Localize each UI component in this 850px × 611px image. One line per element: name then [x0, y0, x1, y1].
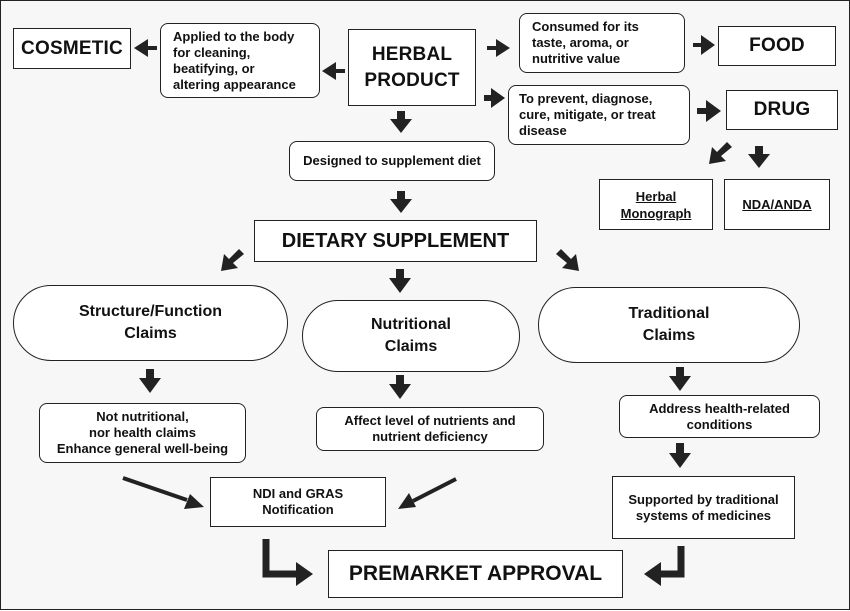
arrow-to-cosmetic: [134, 39, 157, 57]
ndi-gras-notification-box: NDI and GRAS Notification: [210, 477, 386, 527]
arrow-ds-to-traditional: [556, 249, 579, 271]
arrow-drug-to-nda: [748, 146, 770, 168]
cosmetic-definition-box: Applied to the body for cleaning, beatif…: [160, 23, 320, 98]
arrow-nutr-desc-to-ndi-shaft: [412, 477, 457, 503]
drug-box: DRUG: [726, 90, 838, 130]
elbow-arrow-right-shaft: [659, 546, 685, 578]
arrow-ds-to-nutritional: [389, 269, 411, 293]
herbal-product-box: HERBAL PRODUCT: [348, 29, 476, 106]
nda-anda-label: NDA/ANDA: [742, 196, 812, 212]
nutritional-description-box: Affect level of nutrients and nutrient d…: [316, 407, 544, 451]
arrow-sf-desc-to-ndi-head: [184, 494, 204, 509]
structure-function-description-box: Not nutritional, nor health claims Enhan…: [39, 403, 246, 463]
elbow-arrow-left-head: [296, 562, 313, 586]
arrow-herbal-to-supplement-def: [390, 111, 412, 133]
supplement-definition-box: Designed to supplement diet: [289, 141, 495, 181]
herbal-monograph-line1: Herbal: [635, 188, 677, 204]
arrow-herbal-to-cosmetic-def: [322, 62, 345, 80]
arrow-to-food: [693, 35, 715, 55]
arrow-nutr-to-desc: [389, 375, 411, 399]
arrow-to-dietary-supplement: [390, 191, 412, 213]
arrow-drug-to-monograph: [709, 142, 732, 164]
drug-definition-box: To prevent, diagnose, cure, mitigate, or…: [508, 85, 690, 145]
food-box: FOOD: [718, 26, 836, 66]
arrow-sf-to-desc: [139, 369, 161, 393]
arrow-herbal-to-drug-def: [484, 88, 505, 108]
nutritional-claims-oval: Nutritional Claims: [302, 300, 520, 372]
nda-anda-box: NDA/ANDA: [724, 179, 830, 230]
cosmetic-box: COSMETIC: [13, 28, 131, 69]
arrow-trad-to-desc: [669, 367, 691, 391]
traditional-support-box: Supported by traditional systems of medi…: [612, 476, 795, 539]
dietary-supplement-box: DIETARY SUPPLEMENT: [254, 220, 537, 262]
arrow-sf-desc-to-ndi-shaft: [122, 476, 188, 502]
arrow-to-drug: [697, 100, 721, 122]
elbow-arrow-left-shaft: [262, 539, 297, 578]
structure-function-claims-oval: Structure/Function Claims: [13, 285, 288, 361]
elbow-arrow-right-head: [644, 562, 661, 586]
arrow-nutr-desc-to-ndi-head: [398, 493, 416, 509]
herbal-monograph-box: Herbal Monograph: [599, 179, 713, 230]
food-definition-box: Consumed for its taste, aroma, or nutrit…: [519, 13, 685, 73]
premarket-approval-box: PREMARKET APPROVAL: [328, 550, 623, 598]
arrow-ds-to-structure-function: [221, 249, 244, 271]
traditional-claims-oval: Traditional Claims: [538, 287, 800, 363]
traditional-description-box: Address health-related conditions: [619, 395, 820, 438]
herbal-monograph-line2: Monograph: [620, 205, 692, 221]
arrow-trad-desc-to-support: [669, 443, 691, 468]
arrow-herbal-to-food-def: [487, 39, 510, 57]
